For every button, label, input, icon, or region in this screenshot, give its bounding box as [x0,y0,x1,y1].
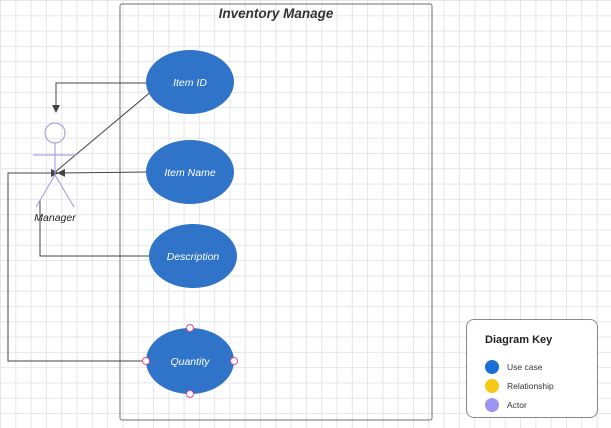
use-case-quantity[interactable]: Quantity [142,324,238,398]
connector-item-id-to-manager[interactable] [52,82,146,113]
actor-left-leg [35,174,56,208]
use-case-item-id-label: Item ID [173,77,207,89]
use-case-item-name-shape [146,140,234,204]
use-case-swatch-icon [485,360,499,374]
use-case-quantity-shape [146,328,234,394]
use-case-description-shape [149,224,237,288]
system-boundary[interactable] [119,3,433,421]
actor-label: Manager [34,212,76,224]
legend-item-relationship: Relationship [485,378,554,394]
use-case-quantity-label: Quantity [170,356,210,368]
selection-handle-top[interactable] [186,324,194,332]
actor-manager[interactable]: Manager [33,122,77,224]
connector-description-to-manager[interactable] [39,200,150,257]
use-case-item-id-shape [146,50,234,114]
use-case-item-id[interactable]: Item ID [146,50,234,114]
actor-head-icon [44,122,66,144]
selection-handle-right[interactable] [230,357,238,365]
use-case-description[interactable]: Description [149,224,237,288]
legend-item-use-case: Use case [485,359,542,375]
diagram-key[interactable]: Diagram Key Use case Relationship Actor [466,319,598,418]
selection-handle-bottom[interactable] [186,390,194,398]
legend-item-label: Use case [507,362,543,372]
diagram-key-title: Diagram Key [485,334,553,346]
connector-item-id-diagonal[interactable] [53,89,154,174]
legend-item-actor: Actor [485,397,527,413]
relationship-swatch-icon [485,379,499,393]
actor-swatch-icon [485,398,499,412]
connector-quantity-to-manager[interactable] [7,169,146,362]
legend-item-label: Relationship [507,381,554,391]
actor-right-leg [54,174,75,208]
selection-handle-left[interactable] [142,357,150,365]
use-case-item-name[interactable]: Item Name [146,140,234,204]
use-case-description-label: Description [167,251,220,263]
use-case-item-name-label: Item Name [164,167,216,179]
system-title: Inventory Manage [219,6,334,21]
legend-item-label: Actor [507,400,527,410]
connector-item-name-to-manager[interactable] [57,168,147,177]
